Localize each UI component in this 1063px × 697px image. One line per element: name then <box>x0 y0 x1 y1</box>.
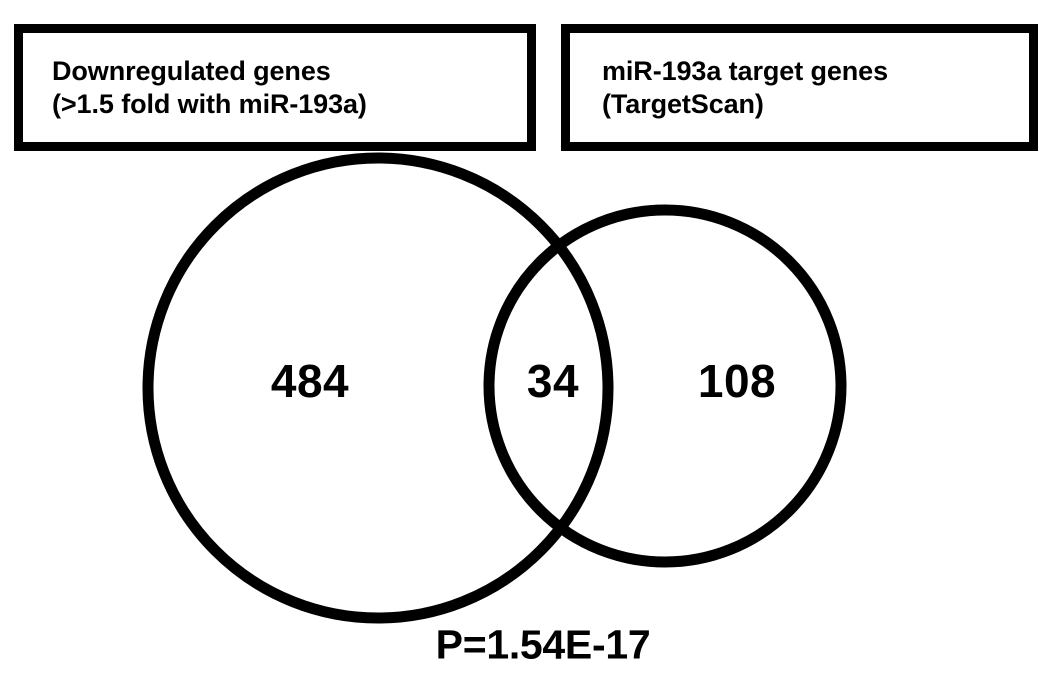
venn-circle-downregulated-genes <box>142 152 614 624</box>
venn-count-left-only: 484 <box>270 355 350 407</box>
venn-circle-mir193a-target-genes <box>483 204 847 568</box>
p-value-annotation: P=1.54E-17 <box>435 621 651 668</box>
venn-count-right-only: 108 <box>697 355 777 407</box>
legend-label-mir193a-target-genes: miR-193a target genes (TargetScan) <box>602 55 889 119</box>
venn-count-intersection: 34 <box>526 355 580 407</box>
legend-box-downregulated-genes: Downregulated genes (>1.5 fold with miR-… <box>14 24 536 151</box>
legend-label-downregulated-genes: Downregulated genes (>1.5 fold with miR-… <box>52 55 367 119</box>
legend-box-mir193a-target-genes: miR-193a target genes (TargetScan) <box>561 24 1038 151</box>
